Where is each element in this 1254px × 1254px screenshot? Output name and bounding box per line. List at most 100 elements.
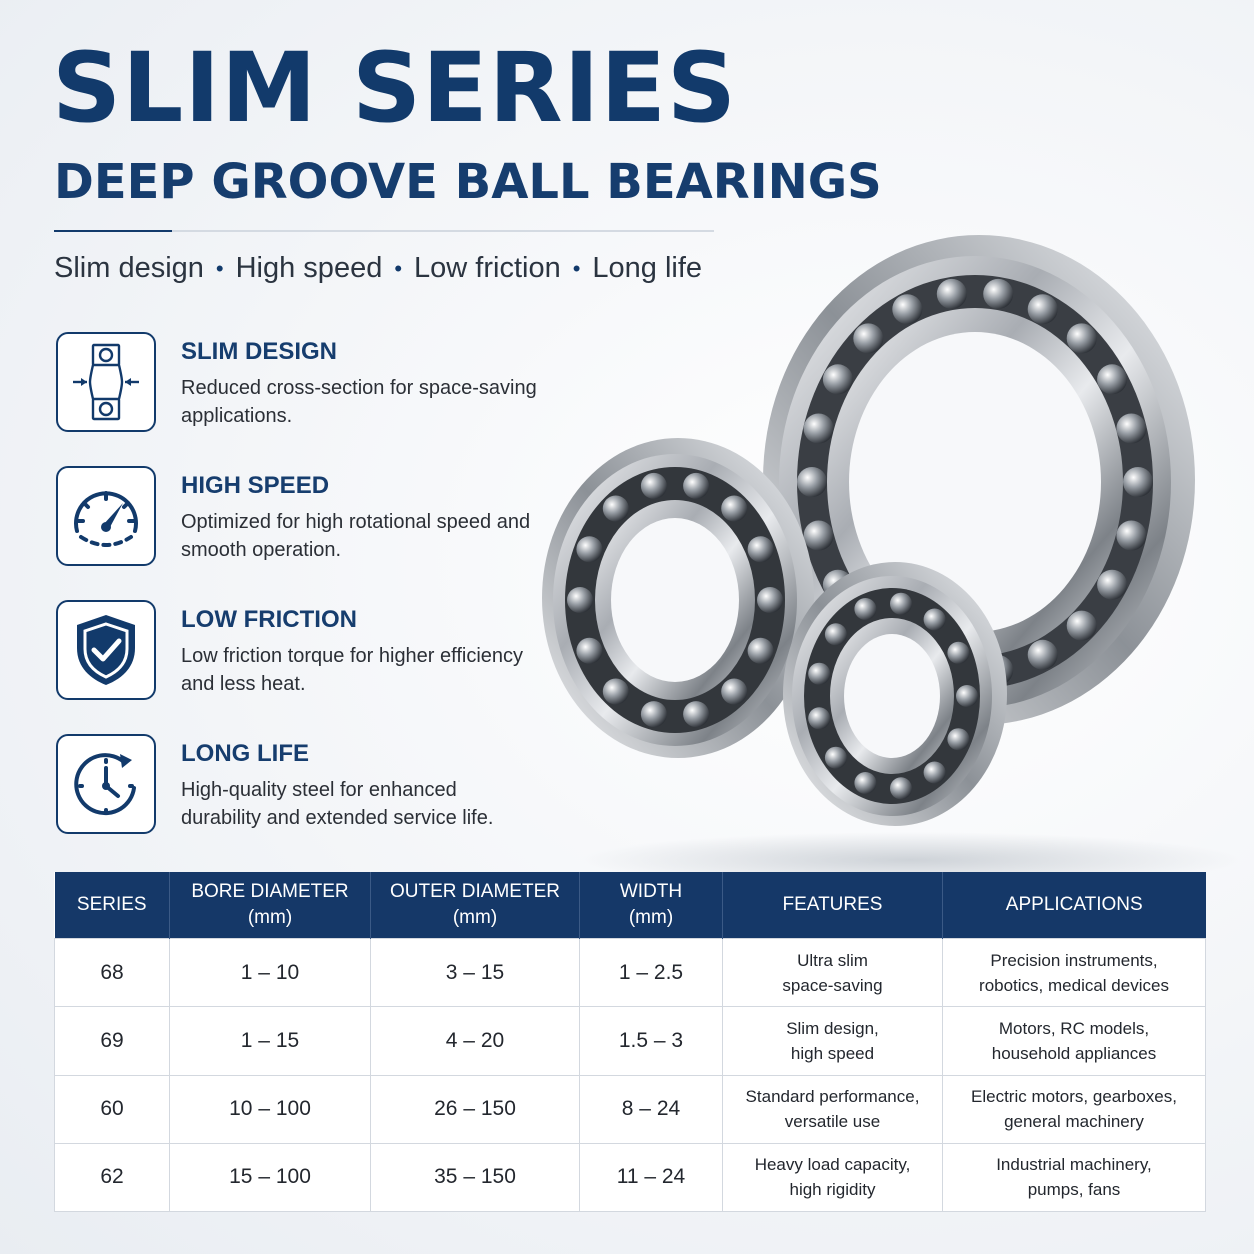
bearing-ball: [854, 598, 877, 620]
bearing-ball: [640, 701, 667, 728]
tagline-item: Long life: [592, 252, 703, 284]
bearing-ball: [640, 472, 667, 499]
feature-long-life: LONG LIFE High-quality steel for enhance…: [56, 734, 516, 834]
outer-cell: 35 – 150: [370, 1142, 580, 1213]
bearing-ball: [936, 278, 967, 309]
width-cell: 1.5 – 3: [579, 1006, 723, 1076]
feature-description: High-quality steel for enhanced durabili…: [181, 779, 494, 829]
feature-title: LONG LIFE: [181, 740, 309, 767]
tagline-item: High speed: [235, 252, 383, 284]
bearing-ball: [824, 623, 847, 646]
bearing-ball: [721, 495, 748, 522]
bearing-ball: [683, 701, 710, 728]
feature-title: SLIM DESIGN: [181, 338, 338, 365]
bearing-ball: [947, 728, 970, 751]
bearing-ball: [1066, 610, 1097, 641]
column-header: BORE DIAMETER(mm): [169, 872, 371, 939]
bore-cell: 15 – 100: [169, 1142, 371, 1213]
outer-cell: 26 – 150: [370, 1074, 580, 1144]
width-cell: 11 – 24: [579, 1142, 723, 1213]
bearing-ball: [803, 520, 834, 551]
bearing-ball: [923, 761, 946, 784]
column-header: SERIES: [54, 872, 170, 939]
bearing-ball: [1116, 520, 1147, 551]
width-cell: 8 – 24: [579, 1074, 723, 1144]
feature-description: Low friction torque for higher efficienc…: [181, 645, 524, 695]
bearing-cross-section-icon: [56, 332, 156, 432]
column-header: WIDTH(mm): [579, 872, 723, 939]
feature-high-speed: HIGH SPEED Optimized for high rotational…: [56, 466, 530, 566]
bearing-ball: [757, 587, 783, 613]
column-header: FEATURES: [722, 872, 943, 939]
column-header: APPLICATIONS: [942, 872, 1206, 939]
ball-bearings-image: [542, 235, 1240, 880]
table-row: 62 15 – 100 35 – 150 11 – 24 Heavy load …: [54, 1142, 1206, 1213]
tagline-separator: •: [394, 256, 403, 282]
page-subtitle: DEEP GROOVE BALL BEARINGS: [54, 154, 882, 210]
bearing-ball: [602, 678, 629, 705]
bearing-ball: [808, 662, 831, 685]
tagline-item: Slim design: [54, 252, 204, 284]
bearing-ball: [1027, 294, 1058, 325]
bearing-ball: [890, 592, 912, 615]
small-bearing: [783, 562, 1007, 826]
bearing-ball: [853, 323, 884, 354]
bearing-ball: [947, 641, 970, 664]
divider-line: [54, 230, 714, 232]
series-cell: 62: [54, 1142, 170, 1213]
bearing-ball: [808, 707, 831, 730]
series-cell: 68: [54, 937, 170, 1008]
features-cell: Heavy load capacity,high rigidity: [722, 1142, 943, 1213]
bearing-ball: [824, 746, 847, 769]
table-row: 60 10 – 100 26 – 150 8 – 24 Standard per…: [54, 1074, 1206, 1144]
bearing-ball: [983, 278, 1014, 309]
applications-cell: Electric motors, gearboxes,general machi…: [942, 1074, 1206, 1144]
applications-cell: Precision instruments,robotics, medical …: [942, 937, 1206, 1008]
bearing-ball: [1027, 639, 1058, 670]
tagline-item: Low friction: [414, 252, 561, 284]
tagline-separator: •: [572, 256, 581, 282]
bearing-ball: [567, 587, 593, 613]
bearing-ball: [1097, 569, 1128, 600]
column-header: OUTER DIAMETER(mm): [370, 872, 580, 939]
page-title: SLIM SERIES: [52, 32, 738, 144]
bearing-ball: [1066, 323, 1097, 354]
bearing-ball: [890, 777, 912, 800]
series-cell: 60: [54, 1074, 170, 1144]
feature-slim-design: SLIM DESIGN Reduced cross-section for sp…: [56, 332, 537, 432]
feature-title: HIGH SPEED: [181, 472, 330, 499]
bearing-ball: [747, 637, 774, 664]
tagline-separator: •: [215, 256, 224, 282]
feature-title: LOW FRICTION: [181, 606, 357, 633]
speedometer-icon: [56, 466, 156, 566]
bearing-ball: [683, 472, 710, 499]
table-row: 69 1 – 15 4 – 20 1.5 – 3 Slim design,hig…: [54, 1006, 1206, 1076]
outer-cell: 4 – 20: [370, 1006, 580, 1076]
bearing-ball: [923, 608, 946, 631]
applications-cell: Motors, RC models,household appliances: [942, 1006, 1206, 1076]
bearing-ball: [797, 467, 827, 497]
features-cell: Slim design,high speed: [722, 1006, 943, 1076]
bearing-ball: [822, 364, 853, 395]
feature-description: Reduced cross-section for space-saving a…: [181, 377, 537, 427]
bearing-ball: [892, 294, 923, 325]
table-header-row: SERIES BORE DIAMETER(mm) OUTER DIAMETER(…: [54, 872, 1206, 939]
bearing-ball: [747, 536, 774, 563]
bore-cell: 1 – 15: [169, 1006, 371, 1076]
bearing-ball: [576, 536, 603, 563]
specification-table: SERIES BORE DIAMETER(mm) OUTER DIAMETER(…: [54, 872, 1206, 1213]
features-cell: Standard performance,versatile use: [722, 1074, 943, 1144]
bearing-ball: [956, 685, 978, 707]
bearing-ball: [1116, 413, 1147, 444]
feature-description: Optimized for high rotational speed and …: [181, 511, 531, 561]
applications-cell: Industrial machinery,pumps, fans: [942, 1142, 1206, 1213]
clock-icon: [56, 734, 156, 834]
bearing-ball: [602, 495, 629, 522]
bearing-ball: [803, 413, 834, 444]
bearing-ball: [1097, 364, 1128, 395]
feature-low-friction: LOW FRICTION Low friction torque for hig…: [56, 600, 523, 700]
bearing-ball: [576, 637, 603, 664]
bearing-ball: [1123, 467, 1153, 497]
